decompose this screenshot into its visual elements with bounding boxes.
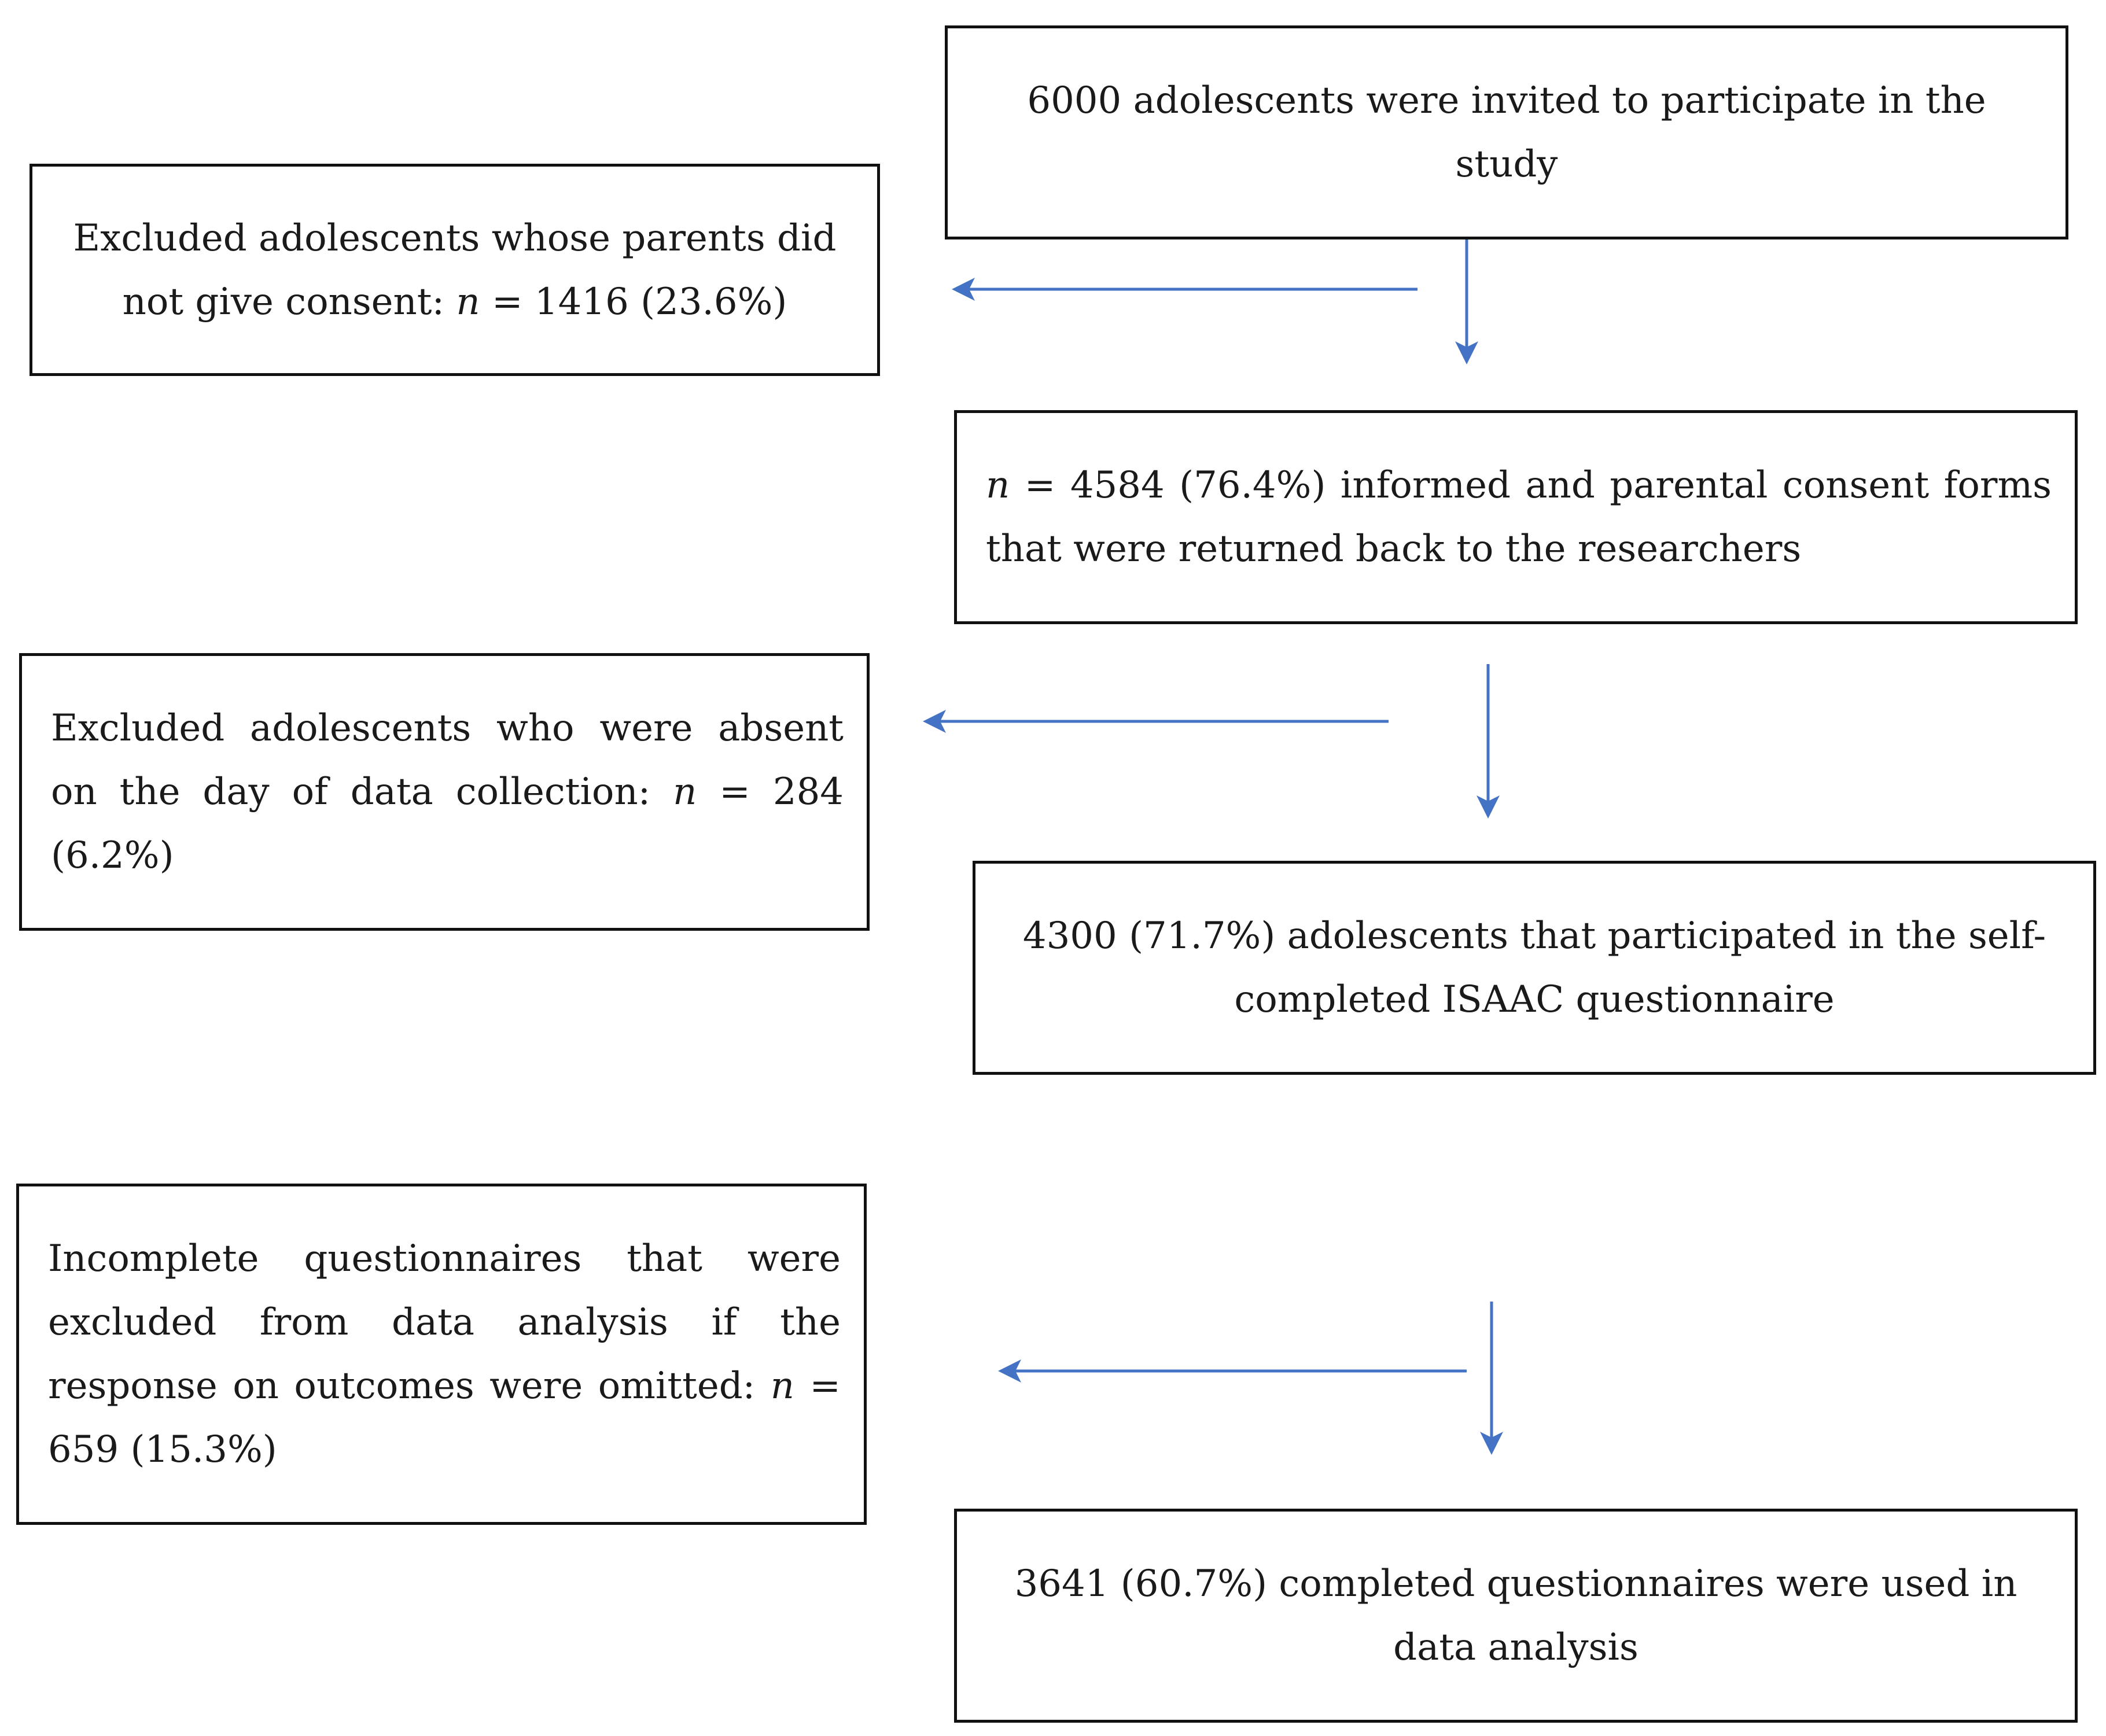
analysed-box: 3641 (60.7%) completed questionnaires we… xyxy=(954,1509,2078,1723)
incomplete-excluded-suffix: = 659 (15.3%) xyxy=(48,1365,841,1471)
absent-excluded-text: Excluded adolescents who were absent on … xyxy=(51,696,844,887)
analysed-text: 3641 (60.7%) completed questionnaires we… xyxy=(1014,1562,2017,1669)
consent-excluded-box: Excluded adolescents whose parents did n… xyxy=(30,164,880,376)
returned-box: n = 4584 (76.4%) informed and parental c… xyxy=(954,410,2078,624)
absent-excluded-suffix: = 284 (6.2%) xyxy=(51,771,844,877)
returned-n: n xyxy=(986,464,1010,507)
consent-excluded-text: Excluded adolescents whose parents did n… xyxy=(67,207,842,334)
consent-excluded-suffix: = 1416 (23.6%) xyxy=(480,280,787,323)
incomplete-excluded-n: n xyxy=(770,1365,794,1407)
absent-excluded-box: Excluded adolescents who were absent on … xyxy=(19,653,870,931)
absent-excluded-prefix: Excluded adolescents who were absent on … xyxy=(51,707,844,813)
invited-box: 6000 adolescents were invited to partici… xyxy=(945,25,2068,239)
incomplete-excluded-prefix: Incomplete questionnaires that were excl… xyxy=(48,1237,841,1407)
participated-text: 4300 (71.7%) adolescents that participat… xyxy=(1022,915,2046,1021)
invited-text: 6000 adolescents were invited to partici… xyxy=(1027,79,1986,186)
absent-excluded-n: n xyxy=(673,771,697,813)
consent-excluded-n: n xyxy=(456,280,480,323)
participated-box: 4300 (71.7%) adolescents that participat… xyxy=(973,861,2096,1075)
returned-text: n = 4584 (76.4%) informed and parental c… xyxy=(986,454,2052,581)
incomplete-excluded-box: Incomplete questionnaires that were excl… xyxy=(16,1184,867,1525)
returned-suffix: = 4584 (76.4%) informed and parental con… xyxy=(986,464,2052,570)
incomplete-excluded-text: Incomplete questionnaires that were excl… xyxy=(48,1227,841,1481)
consent-excluded-prefix: Excluded adolescents whose parents did n… xyxy=(73,216,837,323)
